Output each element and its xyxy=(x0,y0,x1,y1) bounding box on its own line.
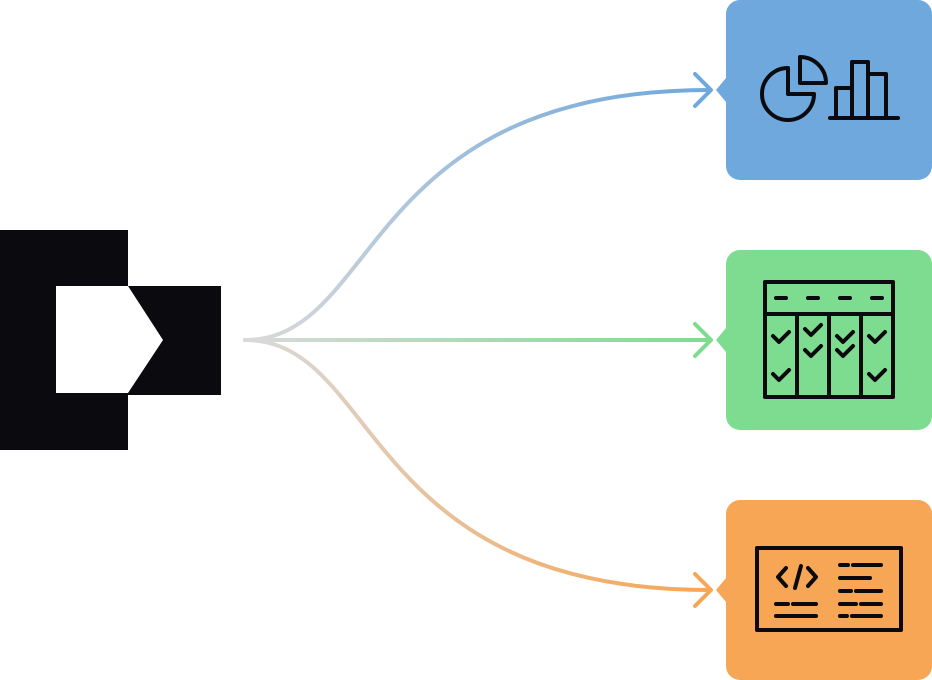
target-card-checklist xyxy=(716,250,932,430)
target-card-analytics xyxy=(716,0,932,180)
connector-code xyxy=(243,338,713,608)
connector-checklist xyxy=(243,322,713,358)
logo-shape xyxy=(0,230,221,450)
code-editor-icon xyxy=(755,546,903,632)
card-background xyxy=(726,0,932,180)
connector-analytics xyxy=(243,72,713,342)
card-pointer xyxy=(716,78,726,102)
card-pointer xyxy=(716,578,726,602)
arrowhead-icon xyxy=(693,72,713,108)
pie-and-bar-chart-icon xyxy=(760,55,900,122)
checklist-table-icon xyxy=(763,280,895,399)
target-card-code xyxy=(716,500,932,680)
arrowhead-icon xyxy=(693,572,713,608)
connector-line xyxy=(243,88,712,342)
arrowhead-icon xyxy=(693,322,713,358)
connector-line xyxy=(243,338,712,592)
card-background xyxy=(726,500,932,680)
card-pointer xyxy=(716,328,726,352)
brand-logo-icon xyxy=(0,230,221,450)
